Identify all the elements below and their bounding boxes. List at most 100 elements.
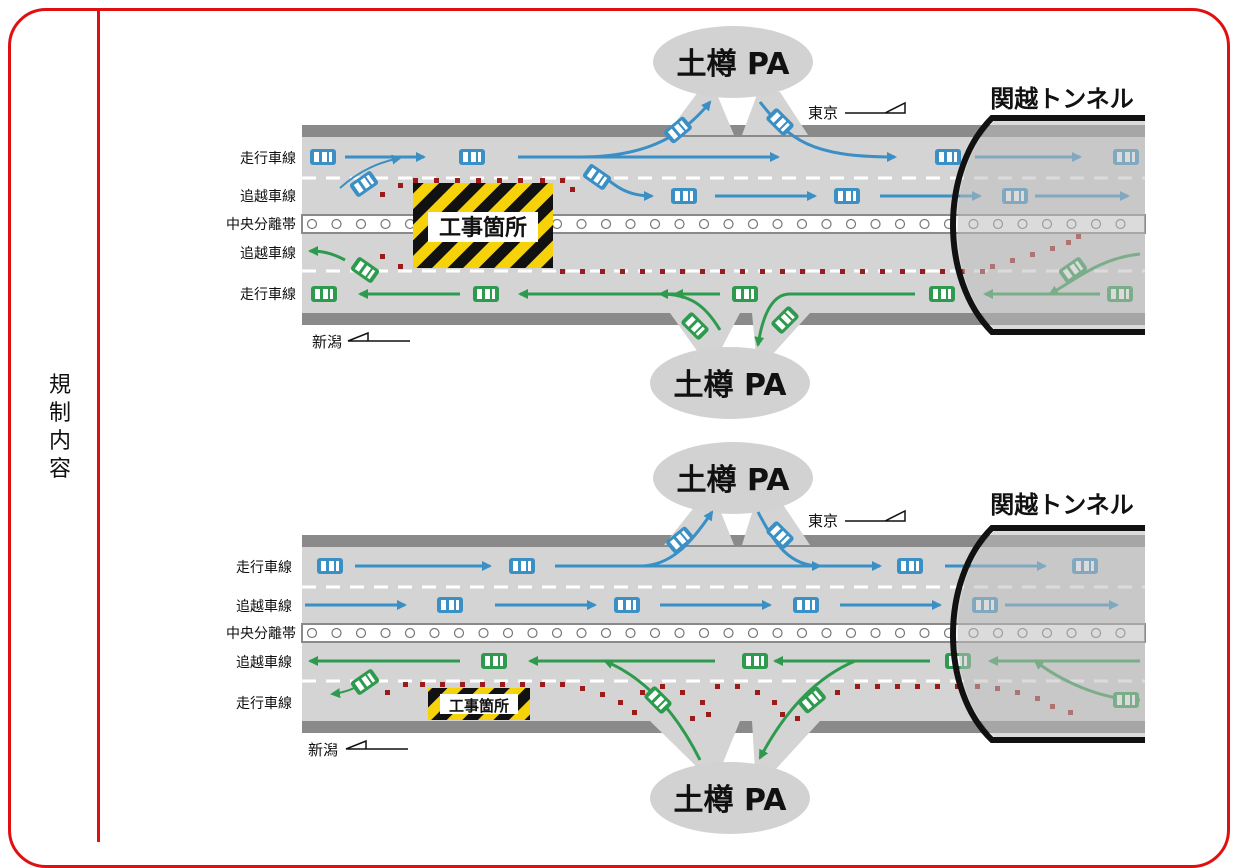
median-marker xyxy=(870,218,881,230)
traffic-cone xyxy=(960,269,965,274)
median-marker xyxy=(919,218,930,230)
work-zone-label-bg xyxy=(428,212,538,242)
lane-label-median: 中央分離帯 xyxy=(226,625,296,642)
median-marker xyxy=(894,218,906,230)
median-marker xyxy=(380,218,391,230)
traffic-cone xyxy=(620,269,625,274)
median-marker xyxy=(772,627,783,639)
median-marker xyxy=(600,218,612,230)
median-marker xyxy=(821,218,832,230)
lane-label-passing-east: 追越車線 xyxy=(236,598,292,615)
traffic-cone xyxy=(920,269,925,274)
median-marker xyxy=(919,627,930,639)
pa-ramp xyxy=(752,313,810,355)
lane-label-passing-east: 追越車線 xyxy=(240,188,296,205)
median-marker xyxy=(674,627,685,639)
pa-south-label: 土樽 PA xyxy=(674,368,788,403)
pa-ramp xyxy=(650,721,740,770)
median-marker xyxy=(380,627,391,639)
pa-north-label: 土樽 PA xyxy=(677,47,791,82)
median-marker xyxy=(551,627,563,639)
lane-label-median: 中央分離帯 xyxy=(226,216,296,233)
diagram-bottom: 土樽 PA 土樽 PA 工事箇所 xyxy=(226,442,1146,834)
traffic-cone xyxy=(880,269,885,274)
traffic-regulation-diagram: 土樽 PA 土樽 PA 工事箇所 xyxy=(226,26,1146,834)
pa-ramp xyxy=(752,721,820,770)
traffic-cone xyxy=(860,269,865,274)
pa-south xyxy=(650,347,810,419)
traffic-cone xyxy=(800,269,805,274)
traffic-cone xyxy=(780,269,785,274)
traffic-cone xyxy=(940,269,945,274)
traffic-cone xyxy=(820,269,825,274)
direction-tokyo-label: 東京 xyxy=(808,104,838,122)
traffic-cone xyxy=(720,269,725,274)
median-marker xyxy=(870,627,881,639)
median-marker xyxy=(527,627,538,639)
median-marker xyxy=(698,218,710,230)
side-label-char: 容 xyxy=(48,457,71,482)
median-marker xyxy=(845,627,857,639)
median-marker xyxy=(649,218,661,230)
lane-label-running-west: 走行車線 xyxy=(236,695,292,712)
tunnel-label: 関越トンネル xyxy=(990,491,1134,519)
work-zone-label-bg xyxy=(440,694,518,714)
diagram-top: 土樽 PA 土樽 PA 工事箇所 xyxy=(226,26,1146,419)
median-marker xyxy=(306,627,318,639)
lane-label-passing-west: 追越車線 xyxy=(240,245,296,262)
median-marker xyxy=(429,627,440,639)
pa-south-label: 土樽 PA xyxy=(674,783,788,818)
traffic-cone xyxy=(700,269,705,274)
median-marker xyxy=(625,218,636,230)
direction-niigata-arrow xyxy=(345,739,408,750)
direction-tokyo-label: 東京 xyxy=(808,512,838,530)
median-marker xyxy=(453,627,465,639)
direction-tokyo-arrow xyxy=(845,509,906,522)
direction-niigata-label: 新潟 xyxy=(308,741,338,759)
traffic-cone xyxy=(560,269,565,274)
lane-label-running-west: 走行車線 xyxy=(240,286,296,303)
traffic-cone xyxy=(840,269,845,274)
median-marker xyxy=(355,627,367,639)
traffic-cone xyxy=(580,269,585,274)
traffic-cone xyxy=(740,269,745,274)
median-marker xyxy=(551,218,563,230)
median-marker xyxy=(331,627,342,639)
median-marker xyxy=(747,627,759,639)
median-marker xyxy=(355,218,367,230)
traffic-cone xyxy=(760,269,765,274)
tunnel-label: 関越トンネル xyxy=(990,85,1134,113)
median-marker xyxy=(306,218,318,230)
direction-tokyo-arrow xyxy=(845,101,906,114)
tunnel-shade xyxy=(957,120,1145,330)
lane-label-passing-west: 追越車線 xyxy=(236,654,292,671)
regulation-content-label: 規 制 内 容 xyxy=(40,372,80,484)
median-marker xyxy=(796,218,808,230)
median-marker xyxy=(478,627,489,639)
work-zone-label: 工事箇所 xyxy=(439,215,527,241)
median-marker xyxy=(576,218,587,230)
side-label-char: 制 xyxy=(48,401,71,426)
median-marker xyxy=(674,218,685,230)
tunnel-shade xyxy=(957,530,1145,738)
pa-north xyxy=(653,26,813,98)
median-marker xyxy=(404,627,416,639)
tunnel-portal xyxy=(950,115,1145,335)
median-marker xyxy=(625,627,636,639)
frame-divider xyxy=(97,8,100,842)
median-marker xyxy=(845,218,857,230)
median-marker xyxy=(723,627,734,639)
pa-north-label: 土樽 PA xyxy=(677,463,791,498)
traffic-cone xyxy=(680,269,685,274)
traffic-cone xyxy=(660,269,665,274)
median-marker xyxy=(600,627,612,639)
traffic-cone xyxy=(900,269,905,274)
median-marker xyxy=(576,627,587,639)
side-label-char: 内 xyxy=(48,429,71,454)
median-marker xyxy=(502,627,514,639)
traffic-cone xyxy=(640,269,645,274)
work-zone-label: 工事箇所 xyxy=(449,697,509,715)
traffic-cone xyxy=(600,269,605,274)
median-marker xyxy=(723,218,734,230)
direction-niigata-arrow xyxy=(347,331,410,342)
